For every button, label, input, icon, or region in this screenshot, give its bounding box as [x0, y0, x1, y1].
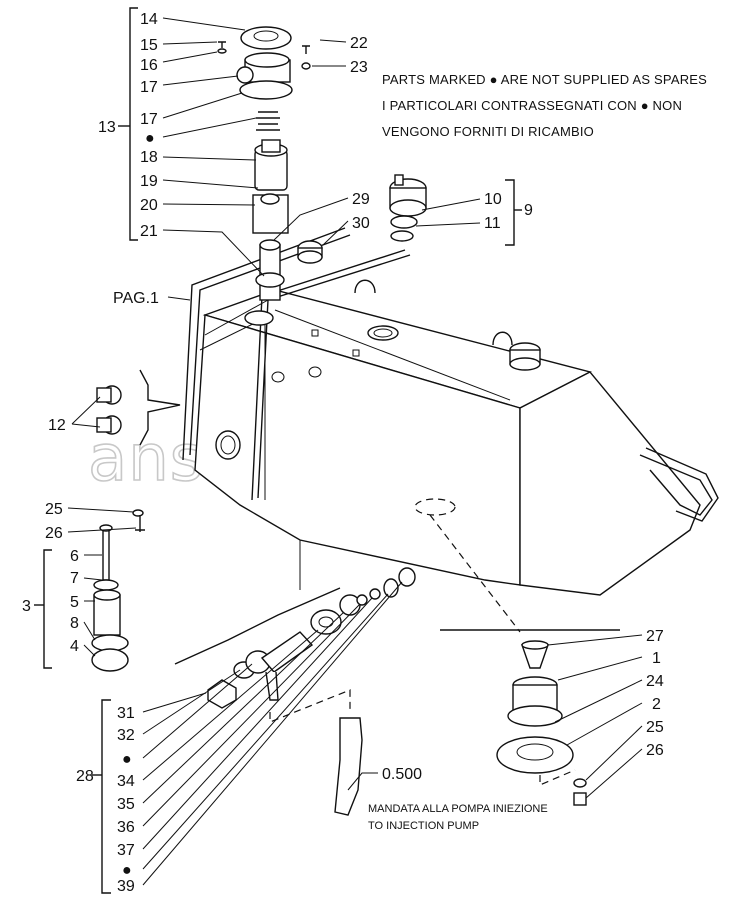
pipe-note-en: TO INJECTION PUMP: [368, 820, 479, 832]
leader-lines: [34, 7, 643, 894]
label-7: 7: [70, 570, 79, 587]
label-21: 21: [140, 223, 158, 240]
label-28: 28: [76, 768, 94, 785]
label-3: 3: [22, 598, 31, 615]
label-26a: 26: [45, 525, 63, 542]
label-32: 32: [117, 727, 135, 744]
note-line-1: PARTS MARKED ● ARE NOT SUPPLIED AS SPARE…: [382, 72, 707, 87]
cap-group-9: [389, 174, 427, 242]
pipe-note-it: MANDATA ALLA POMPA INIEZIONE: [368, 803, 548, 815]
label-17b: 17: [140, 111, 158, 128]
label-1: 1: [652, 650, 661, 667]
label-31: 31: [117, 705, 135, 722]
label-23: 23: [350, 59, 368, 76]
pump-base-group: [440, 629, 620, 806]
label-15: 15: [140, 37, 158, 54]
label-34: 34: [117, 773, 135, 790]
label-29: 29: [352, 191, 370, 208]
bullet-28b: ●: [122, 862, 132, 879]
label-39: 39: [117, 878, 135, 895]
outlet-group-28: [174, 567, 416, 816]
label-22: 22: [350, 35, 368, 52]
label-5: 5: [70, 594, 79, 611]
label-19: 19: [140, 173, 158, 190]
label-35: 35: [117, 796, 135, 813]
label-8: 8: [70, 615, 79, 632]
label-10: 10: [484, 191, 502, 208]
label-37: 37: [117, 842, 135, 859]
label-6: 6: [70, 548, 79, 565]
notes-block: PARTS MARKED ● ARE NOT SUPPLIED AS SPARE…: [382, 72, 707, 139]
label-4: 4: [70, 638, 79, 655]
label-13: 13: [98, 119, 116, 136]
label-25a: 25: [45, 501, 63, 518]
label-14: 14: [140, 11, 158, 28]
note-line-2: I PARTICOLARI CONTRASSEGNATI CON ● NON: [382, 98, 682, 113]
note-line-3: VENGONO FORNITI DI RICAMBIO: [382, 124, 594, 139]
label-30: 30: [352, 215, 370, 232]
breather-parts: [297, 240, 323, 264]
drain-group-3: [91, 509, 145, 672]
label-26b: 26: [646, 742, 664, 759]
label-17a: 17: [140, 79, 158, 96]
page-ref: PAG.1: [113, 290, 159, 307]
label-20: 20: [140, 197, 158, 214]
label-27: 27: [646, 628, 664, 645]
label-16: 16: [140, 57, 158, 74]
part-labels: 14 15 16 17 17 ● 18 19 20 21 13 22 23 29…: [22, 11, 664, 895]
fuel-tank: [182, 227, 719, 633]
pipe-code: 0.500: [382, 766, 422, 783]
bullet-28a: ●: [122, 751, 132, 768]
bullet-13: ●: [145, 130, 155, 147]
label-12: 12: [48, 417, 66, 434]
filler-cap-assembly: [217, 26, 311, 301]
fittings-12: [96, 369, 181, 446]
label-24: 24: [646, 673, 664, 690]
label-36: 36: [117, 819, 135, 836]
label-18: 18: [140, 149, 158, 166]
label-2: 2: [652, 696, 661, 713]
label-11: 11: [484, 215, 501, 232]
label-9: 9: [524, 202, 533, 219]
label-25b: 25: [646, 719, 664, 736]
